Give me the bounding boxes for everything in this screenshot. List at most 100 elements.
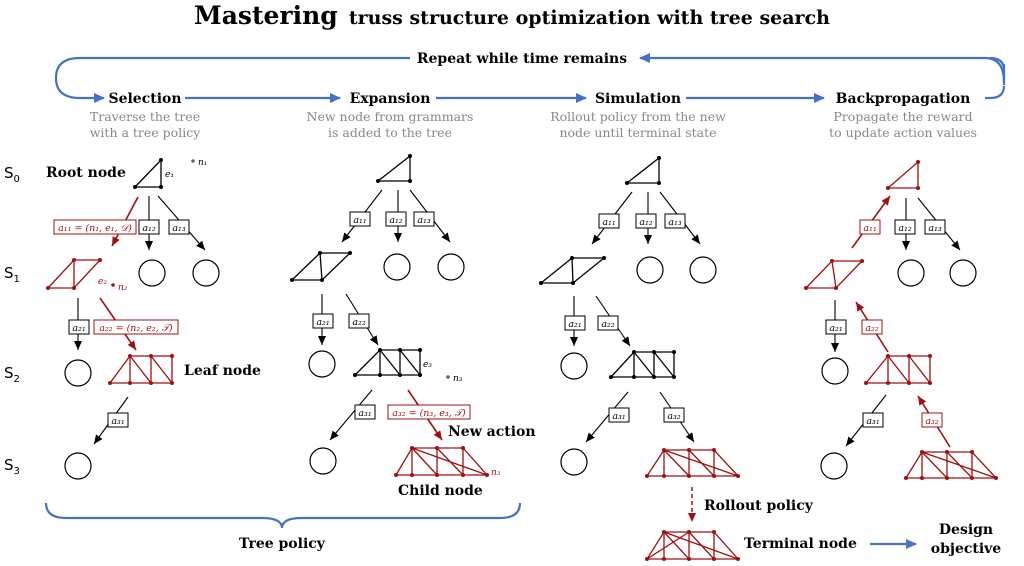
exp-s2-node-1 — [308, 350, 336, 378]
exp-s1-truss — [290, 251, 352, 282]
action-a21: a₂₁ — [68, 319, 90, 335]
exp-root-truss — [376, 154, 412, 183]
selection-tree: Root node e₁ n₁ a₁₁ = (n₁, e₁, 𝒟) a₁₂ a₁… — [46, 158, 261, 480]
bp-a32-text: a₃₂ — [925, 416, 938, 427]
sim-a31: a₃₁ — [608, 407, 630, 423]
sim-a12: a₁₂ — [635, 213, 657, 229]
exp-a11-text: a₁₁ — [353, 215, 366, 226]
bp-s3-node-1 — [820, 452, 848, 480]
phase-simulation: Simulation — [595, 91, 681, 107]
phase-selection: Selection — [108, 91, 181, 107]
sim-s3-node-1 — [560, 448, 588, 476]
exp-s1-node-3 — [437, 253, 465, 281]
sim-a12-text: a₁₂ — [639, 217, 652, 228]
root-truss — [133, 158, 163, 189]
state-s1: S1 — [4, 264, 20, 285]
n2-label: n₂ — [118, 283, 128, 293]
phase-backpropagation: Backpropagation — [836, 91, 971, 107]
sim-a22-text: a₂₂ — [601, 319, 614, 330]
n3-label: n₃ — [453, 374, 463, 384]
sim-a32-text: a₃₂ — [667, 411, 680, 422]
bp-s1-node-3 — [949, 259, 977, 287]
sim-s3-truss — [645, 448, 740, 478]
bp-a11-text: a₁₁ — [863, 223, 876, 234]
sim-s1-node-2 — [636, 256, 664, 284]
s3-node-1 — [64, 452, 92, 480]
selection-desc-2: with a tree policy — [90, 125, 201, 140]
sim-a32: a₃₂ — [663, 407, 685, 423]
simulation-desc-2: node until terminal state — [559, 125, 716, 140]
bp-s1-node-2 — [897, 259, 925, 287]
sim-a13: a₁₃ — [664, 213, 686, 229]
exp-a11: a₁₁ — [349, 211, 371, 227]
child-truss — [394, 446, 489, 477]
sim-a31-text: a₃₁ — [612, 411, 625, 422]
action-a11-def: a₁₁ = (n₁, e₁, 𝒟) — [53, 219, 137, 235]
terminal-truss — [645, 530, 740, 561]
sim-a11-text: a₁₁ — [602, 217, 615, 228]
phase-headers: Selection Expansion Simulation Backpropa… — [90, 91, 977, 140]
exp-a32-def: a₃₂ = (n₃, e₃, 𝒯) — [387, 404, 471, 420]
simulation-desc-1: Rollout policy from the new — [550, 109, 726, 124]
repeat-label: Repeat while time remains — [417, 51, 627, 67]
bp-a21: a₂₁ — [825, 319, 847, 335]
design-objective-label-2: objective — [931, 541, 1002, 557]
sim-a13-text: a₁₃ — [668, 217, 681, 228]
tree-policy-label: Tree policy — [239, 536, 326, 552]
bp-s3-truss — [904, 450, 998, 480]
repeat-loop: Repeat while time remains — [54, 51, 1006, 103]
state-s3: S3 — [4, 456, 20, 477]
state-s0: S0 — [4, 164, 20, 185]
action-a13: a₁₃ — [168, 219, 190, 235]
expansion-tree: a₁₁ a₁₂ a₁₃ a₂₁ a₂₂ — [290, 154, 536, 499]
n3-child-label: n₃ — [491, 468, 501, 478]
bp-s2-truss — [864, 354, 932, 385]
terminal-node-label: Terminal node — [744, 536, 857, 552]
a11-def-text: a₁₁ = (n₁, e₁, 𝒟) — [58, 223, 132, 234]
bp-a13: a₁₃ — [924, 219, 946, 235]
bp-root-truss — [886, 160, 920, 190]
backprop-desc-2: to update action values — [829, 125, 977, 140]
rollout-policy-label: Rollout policy — [704, 498, 814, 514]
bp-a22: a₂₂ — [861, 319, 883, 335]
a12-text: a₁₂ — [142, 223, 155, 234]
exp-a31: a₃₁ — [354, 404, 376, 420]
figure-title: Mastering truss structure optimization w… — [194, 1, 830, 30]
a13-text: a₁₃ — [172, 223, 185, 234]
exp-a12: a₁₂ — [385, 211, 407, 227]
e2-label: e₂ — [98, 277, 107, 287]
s1-selected-truss — [46, 258, 102, 290]
bp-a22-text: a₂₂ — [865, 323, 878, 334]
exp-a22: a₂₂ — [348, 313, 370, 329]
expansion-desc-1: New node from grammars — [307, 109, 474, 124]
a22-def-text: a₂₂ = (n₂, e₂, 𝒯) — [99, 323, 173, 334]
s1-node-2 — [138, 259, 166, 287]
e3-label: e₃ — [423, 360, 432, 370]
bp-a31-text: a₃₁ — [866, 416, 879, 427]
e1-label: e₁ — [165, 170, 174, 180]
s2-node-1 — [64, 359, 92, 387]
new-action-label: New action — [448, 424, 536, 440]
sim-a22: a₂₂ — [597, 315, 619, 331]
exp-a21: a₂₁ — [312, 313, 334, 329]
a32-def-text: a₃₂ = (n₃, e₃, 𝒯) — [392, 408, 466, 419]
bp-s2-node-1 — [821, 357, 849, 385]
sim-s2-truss — [609, 350, 676, 379]
state-s2: S2 — [4, 364, 20, 385]
sim-s2-node-1 — [560, 352, 588, 380]
a21-text: a₂₁ — [72, 323, 85, 334]
sim-a11: a₁₁ — [598, 213, 620, 229]
n1-label: n₁ — [198, 158, 207, 168]
selection-desc-1: Traverse the tree — [90, 109, 200, 124]
bp-a12: a₁₂ — [894, 219, 916, 235]
root-node-label: Root node — [46, 165, 126, 181]
sim-root-truss — [625, 156, 661, 185]
exp-a31-text: a₃₁ — [358, 408, 371, 419]
bp-s1-truss — [804, 259, 864, 290]
exp-a22-text: a₂₂ — [352, 317, 365, 328]
bp-a21-text: a₂₁ — [829, 323, 842, 334]
sim-s1-node-3 — [689, 256, 717, 284]
a31-text: a₃₁ — [111, 416, 124, 427]
simulation-tree: a₁₁ a₁₂ a₁₃ a₂₁ a₂₂ — [539, 156, 1001, 561]
